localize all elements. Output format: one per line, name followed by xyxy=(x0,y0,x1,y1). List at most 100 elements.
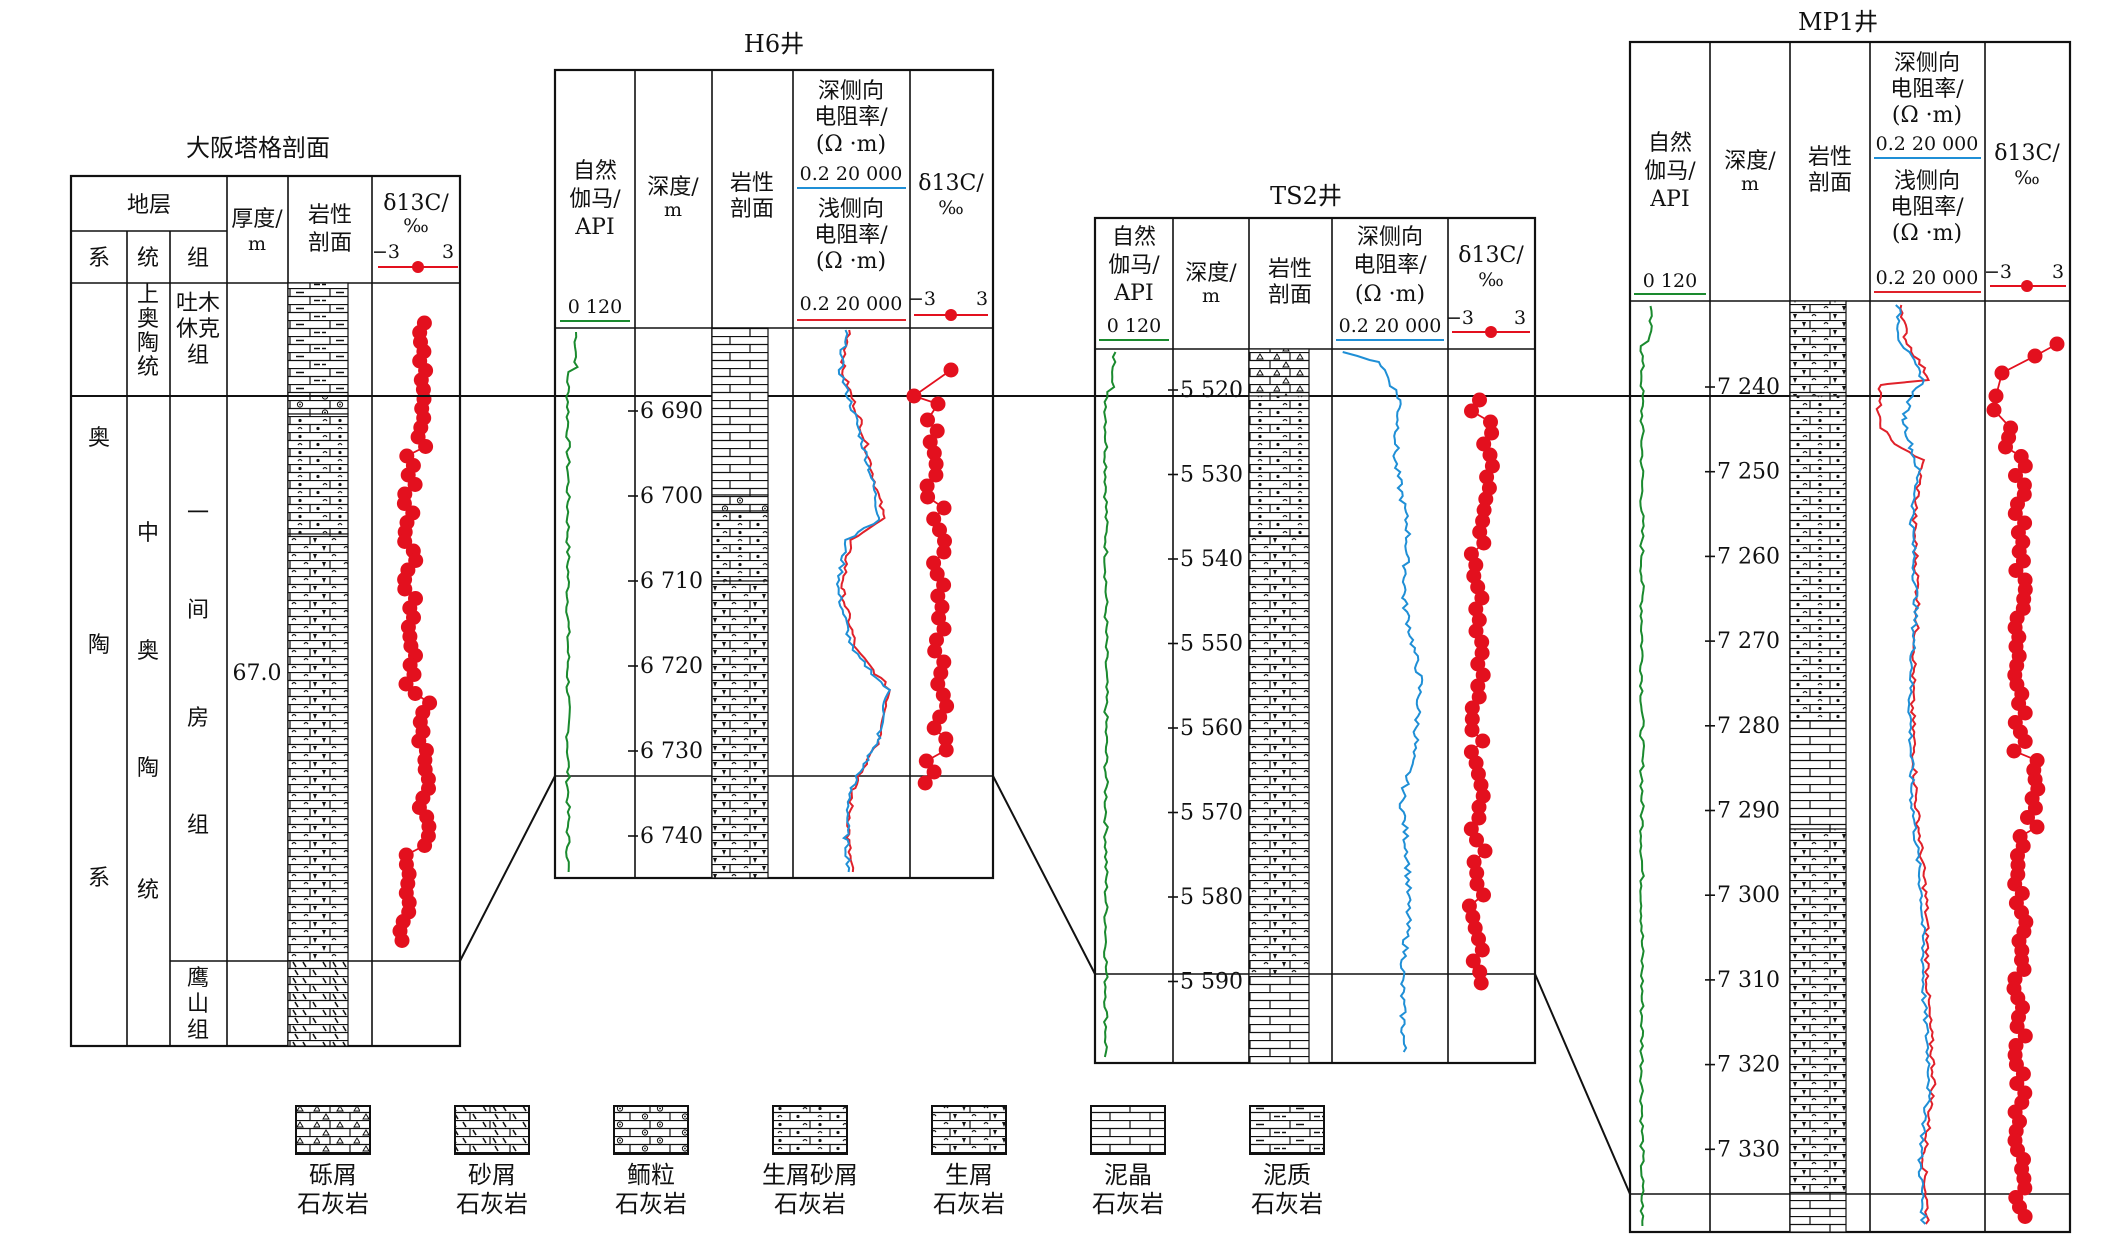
carbon-point xyxy=(929,423,945,439)
carbon-point xyxy=(926,720,942,736)
depth-tick-label: 7 250 xyxy=(1717,460,1780,485)
upper-ordovician-label: 上 奥 陶 统 xyxy=(137,283,159,380)
yingshan-fm-label: 鹰 山 组 xyxy=(187,966,209,1043)
mp1-shallow-header-3: (Ω ·m) xyxy=(1892,221,1962,246)
carbon-point xyxy=(397,581,413,597)
depth-tick-label: 5 590 xyxy=(1180,970,1243,995)
depth-tick-label: 6 730 xyxy=(640,739,703,764)
ts2-carbon-points xyxy=(1461,392,1500,991)
h6-depth-header: 深度/ xyxy=(647,175,699,200)
h6-lith-header: 岩性 xyxy=(730,171,774,196)
carbon-point xyxy=(1471,689,1487,705)
tumuxiuke-fm-label: 吐木 休克 组 xyxy=(176,291,220,368)
mp1-shallow-header-2: 电阻率/ xyxy=(1890,195,1964,220)
svg-text:间: 间 xyxy=(187,598,209,623)
carbon-scale-max: 3 xyxy=(442,241,454,263)
carbon-point xyxy=(2027,348,2043,364)
legend-label: 石灰岩 xyxy=(615,1190,687,1218)
svg-text:房: 房 xyxy=(187,706,209,731)
oolitic-limestone-icon xyxy=(613,1105,689,1155)
strata-header: 地层 xyxy=(127,193,171,218)
breccia-limestone-icon xyxy=(295,1105,371,1155)
h6-deep-scale: 0.2 20 000 xyxy=(800,163,903,185)
h6-shallow-header-2: 电阻率/ xyxy=(814,223,888,248)
depth-tick-label: 6 690 xyxy=(640,399,703,424)
carbon-point xyxy=(2008,468,2023,483)
svg-text:吐木: 吐木 xyxy=(176,291,220,316)
h6-gr-scale: 0 120 xyxy=(568,296,622,318)
carbon-point xyxy=(2008,563,2024,578)
svg-text:组: 组 xyxy=(187,1018,209,1043)
ts2-title: TS2井 xyxy=(1270,182,1342,210)
depth-tick-label: 6 710 xyxy=(640,569,703,594)
h6-carbon-scale-min: −3 xyxy=(908,288,936,310)
carbon-point xyxy=(926,511,942,527)
legend-label: 砾屑 xyxy=(309,1161,357,1189)
ts2-depth-unit: m xyxy=(1202,285,1220,307)
legend-label: 石灰岩 xyxy=(1251,1190,1323,1218)
h6-shallow-header-3: (Ω ·m) xyxy=(816,249,886,274)
carbon-point xyxy=(943,362,959,378)
carbon-point xyxy=(2049,336,2065,352)
mp1-gr-label: 自然 xyxy=(1648,131,1692,156)
lithology-header-1: 岩性 xyxy=(308,203,352,228)
carbon-header: δ13C/ xyxy=(383,191,449,216)
svg-text:休克: 休克 xyxy=(176,317,220,342)
carbon-point xyxy=(2017,1180,2033,1196)
carbon-point xyxy=(936,544,952,560)
svg-text:奥: 奥 xyxy=(137,639,159,664)
carbon-point xyxy=(2029,819,2045,835)
carbon-point xyxy=(1994,365,2010,381)
thickness-value: 67.0 xyxy=(233,661,282,686)
carbon-point xyxy=(418,439,434,454)
well-ts2-column: TS2井 自然 伽马/ API 0 120 深度/ m 岩性 剖面 深侧向 电阻… xyxy=(1093,182,1537,1065)
well-h6-column: H6井 自然 伽马/ API 0 120 深度/ m 岩性 剖面 深侧向 电阻率… xyxy=(553,30,995,880)
mp1-lith-header-2: 剖面 xyxy=(1808,171,1852,196)
middle-ordovician-label: 中 奥 陶 统 xyxy=(137,521,159,903)
mp1-deep-scale: 0.2 20 000 xyxy=(1876,133,1979,155)
carbon-point xyxy=(417,838,433,853)
carbon-point xyxy=(936,500,952,516)
carbon-point xyxy=(1464,403,1479,419)
carbon-point xyxy=(1474,942,1490,958)
carbon-point xyxy=(2007,506,2023,521)
svg-text:陶: 陶 xyxy=(88,633,110,658)
carbon-point xyxy=(1470,678,1486,694)
depth-tick-label: 5 560 xyxy=(1180,716,1243,741)
ts2-deep-curve xyxy=(1342,351,1424,1053)
carbon-point xyxy=(937,533,952,549)
carbon-point xyxy=(928,467,944,483)
carbon-point xyxy=(398,676,414,692)
mp1-carbon-unit: ‰ xyxy=(2014,167,2040,189)
depth-tick-label: 7 320 xyxy=(1717,1053,1780,1078)
calcarenite-icon xyxy=(454,1105,530,1155)
carbon-point xyxy=(1477,843,1493,859)
carbon-point xyxy=(1998,439,2013,455)
carbon-point xyxy=(938,742,954,758)
depth-tick-label: 7 290 xyxy=(1717,799,1780,824)
mp1-gr-label-2: 伽马/ xyxy=(1644,159,1696,184)
carbon-point xyxy=(1464,722,1480,738)
h6-lith-header-2: 剖面 xyxy=(730,197,774,222)
system-label: 奥 陶 系 xyxy=(88,426,110,891)
ts2-gamma-curve xyxy=(1102,351,1117,1058)
h6-gamma-curve xyxy=(564,331,579,873)
h6-depth-unit: m xyxy=(664,199,682,221)
carbon-point xyxy=(2017,1209,2033,1224)
carbon-point xyxy=(2017,734,2033,749)
h6-deep-header: 深侧向 xyxy=(818,79,884,104)
mp1-carbon-scale-min: −3 xyxy=(1984,261,2012,283)
bioclastic-limestone-icon xyxy=(931,1105,1007,1155)
svg-text:陶: 陶 xyxy=(137,331,159,356)
mp1-carbon-scale-max: 3 xyxy=(2052,261,2064,283)
h6-gr-label-3: API xyxy=(574,215,614,240)
bioclastic-calcarenite-interval xyxy=(287,413,349,535)
depth-tick-label: 7 280 xyxy=(1717,714,1780,739)
carbon-point xyxy=(928,456,944,472)
series-header: 统 xyxy=(137,246,159,271)
svg-text:奥: 奥 xyxy=(88,426,110,451)
carbon-point xyxy=(1469,865,1485,881)
